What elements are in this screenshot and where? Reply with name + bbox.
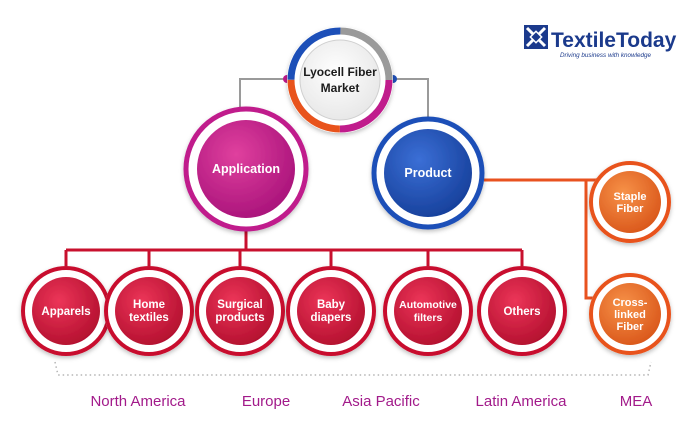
- region-bracket: [54, 361, 652, 376]
- region-label: Asia Pacific: [342, 393, 420, 410]
- application-drops: [64, 250, 524, 267]
- application-item-label: Home: [133, 299, 165, 311]
- application-label: Application: [212, 162, 280, 176]
- application-item-label: Baby: [317, 299, 346, 311]
- textile-today-logo-icon: [524, 25, 548, 49]
- application-item-node: Others: [477, 266, 567, 356]
- application-item-label: Surgical: [217, 299, 262, 311]
- root-label-line1: Lyocell Fiber: [303, 65, 377, 79]
- application-item-node: Apparels: [21, 266, 111, 356]
- product-item-label: Cross-: [613, 297, 648, 309]
- root-label-line2: Market: [321, 81, 360, 95]
- root-to-product-connector: [393, 78, 429, 117]
- region-label: Europe: [242, 393, 290, 410]
- application-item-label: Others: [503, 306, 540, 318]
- region-label: North America: [90, 393, 186, 410]
- product-node: Product: [371, 116, 485, 230]
- root-ring-blue: [287, 27, 393, 133]
- application-item-label: Automotive: [399, 299, 457, 311]
- root-node: Lyocell Fiber Market: [287, 27, 393, 133]
- application-items: ApparelsHometextilesSurgicalproductsBaby…: [21, 266, 567, 356]
- region-labels: North America Europe Asia Pacific Latin Ame…: [90, 393, 652, 410]
- root-ring-gray: [287, 27, 393, 133]
- application-item-label: textiles: [129, 312, 169, 324]
- region-label: MEA: [620, 393, 653, 410]
- region-label: Latin America: [476, 393, 568, 410]
- root-to-application-connector: [239, 78, 287, 112]
- product-item-label: Fiber: [617, 321, 645, 333]
- application-item-label: diapers: [311, 312, 352, 324]
- product-item-label: Fiber: [617, 203, 645, 215]
- logo: TextileToday Driving business with knowl…: [524, 25, 677, 59]
- application-item-label: products: [215, 312, 264, 324]
- logo-tagline: Driving business with knowledge: [560, 52, 651, 59]
- root-ring-orange: [287, 27, 393, 133]
- logo-name: TextileToday: [551, 29, 677, 52]
- product-trunk: [484, 178, 598, 300]
- product-label: Product: [404, 166, 452, 180]
- product-item-label: linked: [614, 309, 646, 321]
- application-node: Application: [183, 106, 309, 232]
- application-connectors: [64, 230, 524, 267]
- product-item-label: Staple: [613, 191, 646, 203]
- application-item-label: filters: [414, 312, 443, 324]
- application-item-label: Apparels: [41, 306, 90, 318]
